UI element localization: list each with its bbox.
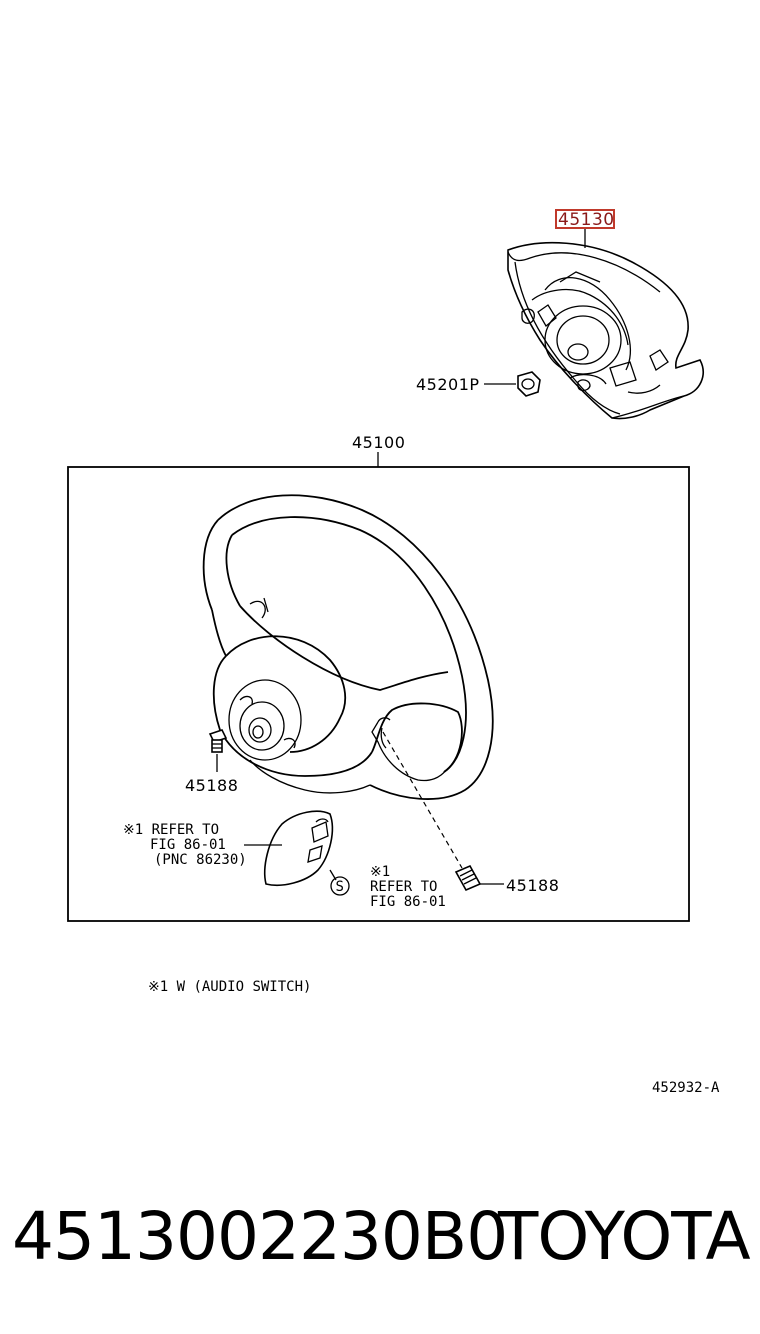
brand-name: TOYOTA <box>498 1198 751 1275</box>
ref-note-line3: FIG 86-01 <box>370 894 446 910</box>
assembly-frame <box>67 466 690 922</box>
highlight-box <box>555 209 615 229</box>
footnote: ※1 W (AUDIO SWITCH) <box>148 979 311 995</box>
audio-switch-icon[interactable] <box>263 810 334 886</box>
ref-note-line2: REFER TO <box>370 879 437 895</box>
steering-wheel-icon[interactable] <box>202 494 494 800</box>
callout-45130[interactable]: 45130 <box>558 210 615 230</box>
illustration-code: 452932-A <box>652 1080 720 1096</box>
callout-45188-right[interactable]: 45188 <box>506 876 559 895</box>
callout-45188-left[interactable]: 45188 <box>185 776 238 795</box>
part-number: 4513002230B0 <box>12 1198 508 1275</box>
ref-note-line1: ※1 <box>370 864 390 880</box>
callout-45201p[interactable]: 45201P <box>416 375 480 394</box>
callout-45100[interactable]: 45100 <box>352 433 405 452</box>
switch-note-line3: (PNC 86230) <box>154 852 247 868</box>
airbag-pad-icon[interactable] <box>507 241 704 420</box>
nut-icon[interactable] <box>517 371 541 397</box>
s-symbol-circle <box>330 876 350 896</box>
s-symbol: S <box>336 879 344 895</box>
screw-icon[interactable] <box>208 729 228 753</box>
switch-note-line2: FIG 86-01 <box>150 837 226 853</box>
switch-note-line1: ※1 REFER TO <box>123 822 219 838</box>
screw-icon[interactable] <box>454 864 482 892</box>
